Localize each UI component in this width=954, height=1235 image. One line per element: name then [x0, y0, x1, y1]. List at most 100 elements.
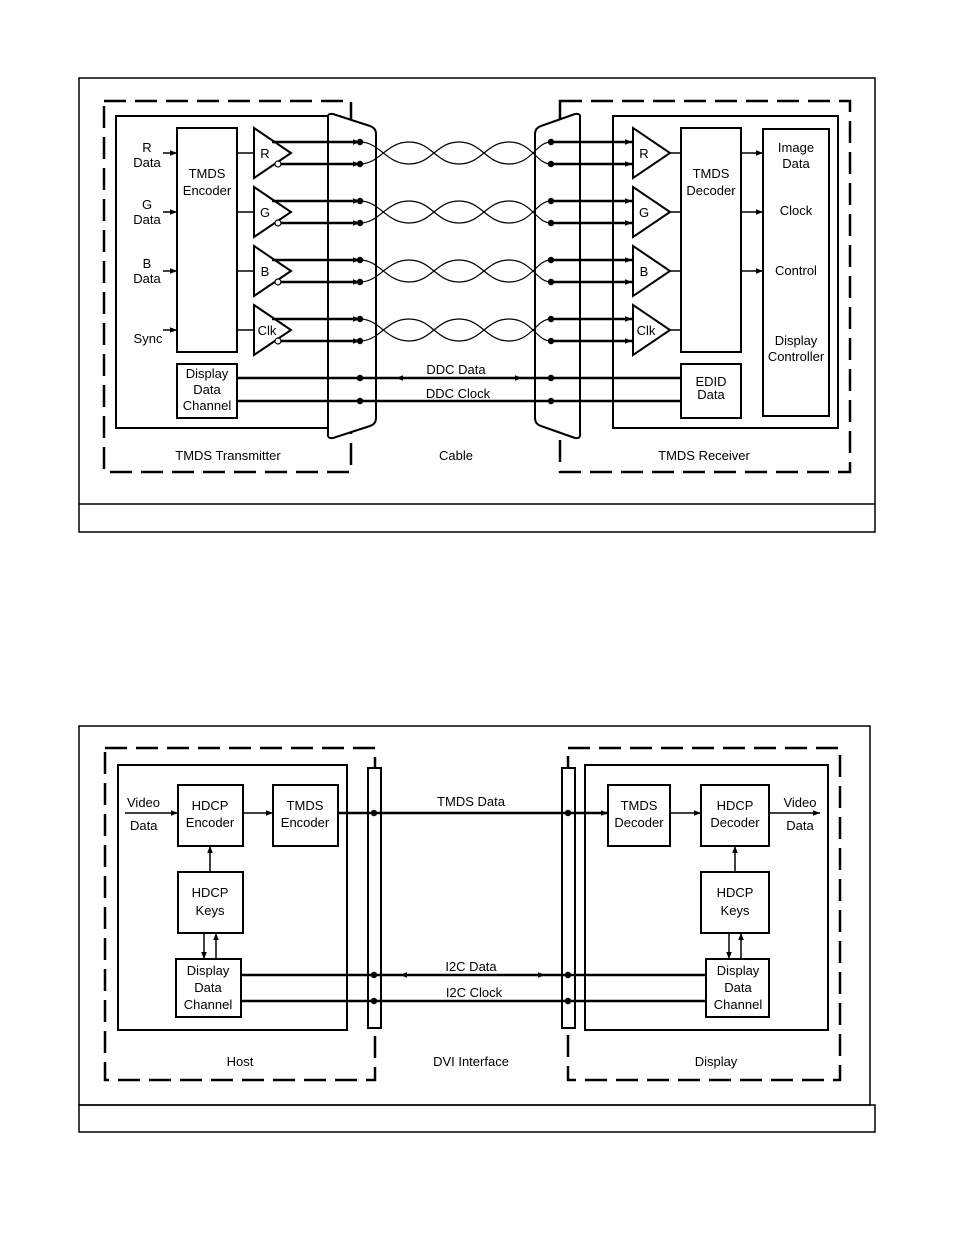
figure-frame-1 — [78, 77, 876, 533]
label-display-controller-1: Display — [775, 333, 818, 348]
label-encoder-1: TMDS — [189, 166, 226, 181]
label-b-data-2: Data — [133, 271, 161, 286]
display-controller-box — [762, 128, 830, 417]
receiver-r — [632, 126, 672, 180]
label-ddc-display-1: Display — [717, 963, 760, 978]
tx-drivers — [253, 126, 293, 357]
label-tmds-data: TMDS Data — [437, 794, 506, 809]
hdcp-keys-host-box — [177, 871, 244, 934]
label-g-data-1: G — [142, 197, 152, 212]
transmitter-region — [102, 99, 353, 474]
label-video-out-2: Data — [786, 818, 814, 833]
tmds-decoder-box-2 — [607, 784, 671, 847]
label-image-data-1: Image — [778, 140, 814, 155]
label-edid-2: Data — [697, 387, 725, 402]
label-video-in-2: Data — [130, 818, 158, 833]
label-ddc-data: DDC Data — [426, 362, 486, 377]
tmds-decoder-box — [680, 127, 742, 353]
label-clock: Clock — [780, 203, 813, 218]
label-i2c-data: I2C Data — [445, 959, 497, 974]
hdcp-keys-display-box — [700, 871, 770, 934]
driver-clk — [253, 303, 293, 357]
transmitter-connector — [326, 112, 377, 440]
label-ddc-host-2: Data — [194, 980, 222, 995]
label-ddc-tx-2: Data — [193, 382, 221, 397]
label-receiver-g: G — [639, 205, 649, 220]
driver-b — [253, 244, 293, 298]
label-driver-clk: Clk — [258, 323, 277, 338]
receiver-connector — [534, 112, 582, 440]
label-host: Host — [227, 1054, 254, 1069]
label-image-data-2: Data — [782, 156, 810, 171]
display-data-channel-tx-box — [176, 363, 238, 419]
label-tmds-transmitter: TMDS Transmitter — [175, 448, 281, 463]
label-receiver-r: R — [639, 146, 648, 161]
label-b-data-1: B — [143, 256, 152, 271]
label-ddc-clock: DDC Clock — [426, 386, 491, 401]
label-ddc-tx-3: Channel — [183, 398, 232, 413]
label-keys-host-2: Keys — [196, 903, 225, 918]
tx-pair-wires — [272, 139, 360, 344]
tmds-link-diagram: R Data G Data B Data Sync TMDS Encoder D… — [78, 77, 876, 533]
label-tmds-encoder-1: TMDS — [287, 798, 324, 813]
diagram2-labels: Video Data HDCP Encoder TMDS Encoder TMD… — [127, 794, 817, 1069]
label-i2c-clock: I2C Clock — [446, 985, 503, 1000]
ddc-host-box — [175, 958, 242, 1018]
receiver-g — [632, 185, 672, 239]
label-r-data-1: R — [142, 140, 151, 155]
label-ddc-display-2: Data — [724, 980, 752, 995]
diagram1-labels: R Data G Data B Data Sync TMDS Encoder D… — [133, 140, 825, 463]
label-driver-g: G — [260, 205, 270, 220]
label-hdcp-decoder-1: HDCP — [717, 798, 754, 813]
label-encoder-2: Encoder — [183, 183, 232, 198]
connector-pins-2 — [370, 809, 572, 1005]
label-sync: Sync — [134, 331, 163, 346]
label-cable: Cable — [439, 448, 473, 463]
label-ddc-tx-1: Display — [186, 366, 229, 381]
twisted-pair-cables — [359, 141, 552, 342]
rx-receivers — [632, 126, 681, 357]
label-tmds-encoder-2: Encoder — [281, 815, 330, 830]
receiver-b — [632, 244, 672, 298]
label-video-in-1: Video — [127, 795, 160, 810]
tmds-encoder-box-2 — [272, 784, 339, 847]
receiver-clk — [632, 303, 672, 357]
label-dvi-interface: DVI Interface — [433, 1054, 509, 1069]
label-driver-r: R — [260, 146, 269, 161]
label-control: Control — [775, 263, 817, 278]
label-ddc-host-1: Display — [187, 963, 230, 978]
label-display-controller-2: Controller — [768, 349, 825, 364]
display-region — [566, 746, 842, 1082]
driver-g — [253, 185, 293, 239]
label-receiver-b: B — [640, 264, 649, 279]
label-keys-display-2: Keys — [721, 903, 750, 918]
label-decoder-1: TMDS — [693, 166, 730, 181]
rx-pair-wires — [551, 139, 632, 344]
label-tmds-decoder-2: Decoder — [614, 815, 664, 830]
label-g-data-2: Data — [133, 212, 161, 227]
hdcp-diagram: Video Data HDCP Encoder TMDS Encoder TMD… — [78, 725, 876, 1133]
label-hdcp-encoder-1: HDCP — [192, 798, 229, 813]
label-hdcp-encoder-2: Encoder — [186, 815, 235, 830]
label-keys-host-1: HDCP — [192, 885, 229, 900]
label-video-out-1: Video — [783, 795, 816, 810]
label-ddc-display-3: Channel — [714, 997, 763, 1012]
connector-pins — [356, 138, 555, 405]
label-keys-display-1: HDCP — [717, 885, 754, 900]
ddc-display-box — [705, 958, 770, 1018]
host-region — [103, 746, 377, 1082]
label-decoder-2: Decoder — [686, 183, 736, 198]
label-driver-b: B — [261, 264, 270, 279]
label-r-data-2: Data — [133, 155, 161, 170]
hdcp-decoder-box — [700, 784, 770, 847]
label-hdcp-decoder-2: Decoder — [710, 815, 760, 830]
edid-data-box — [680, 363, 742, 419]
display-connector — [561, 767, 576, 1029]
label-edid-1: EDID — [695, 374, 726, 389]
host-connector — [367, 767, 382, 1029]
label-ddc-host-3: Channel — [184, 997, 233, 1012]
label-receiver-clk: Clk — [637, 323, 656, 338]
label-tmds-decoder-1: TMDS — [621, 798, 658, 813]
driver-r — [253, 126, 293, 180]
